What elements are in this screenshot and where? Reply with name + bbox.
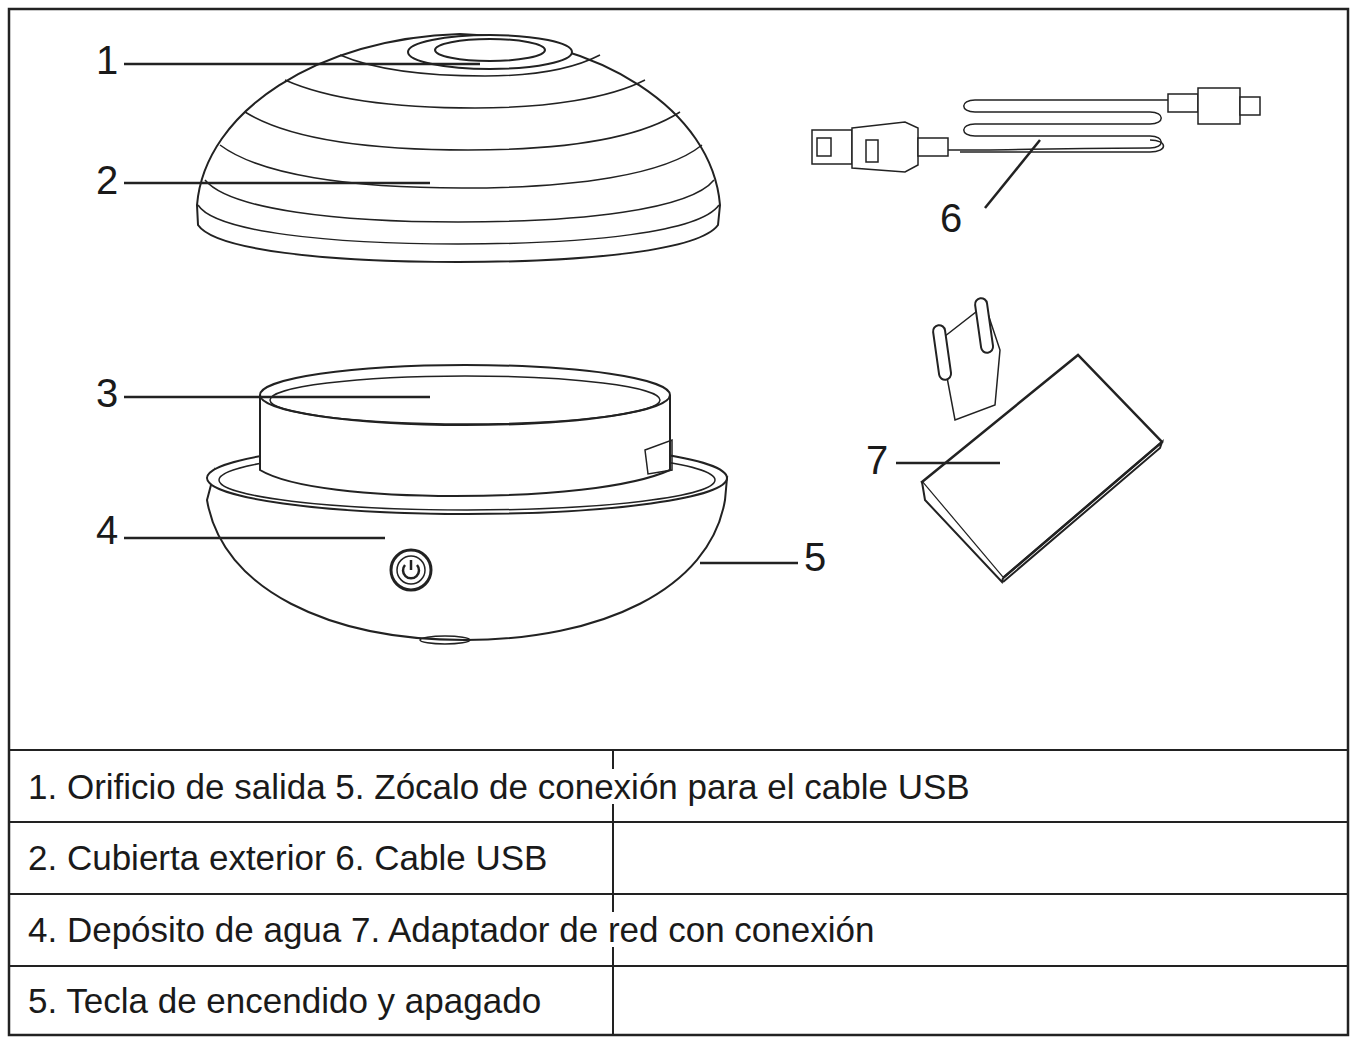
table-cell: 2. Cubierta exterior 6. Cable USB bbox=[26, 840, 549, 875]
usb-cable bbox=[812, 88, 1260, 172]
callout-number: 3 bbox=[96, 373, 118, 413]
callout-number: 5 bbox=[804, 537, 826, 577]
callout-number: 2 bbox=[96, 160, 118, 200]
table-lines bbox=[9, 750, 1348, 1035]
frame bbox=[9, 9, 1348, 1035]
callout-number: 6 bbox=[940, 198, 962, 238]
leader-lines bbox=[124, 64, 1040, 563]
table-cell: 5. Tecla de encendido y apagado bbox=[26, 983, 543, 1018]
outer-cover bbox=[197, 34, 720, 262]
table-cell: 4. Depósito de agua 7. Adaptador de red … bbox=[26, 912, 876, 947]
callout-number: 1 bbox=[96, 40, 118, 80]
power-button bbox=[391, 550, 431, 590]
callout-number: 4 bbox=[96, 510, 118, 550]
water-tank bbox=[207, 365, 727, 644]
table-cell: 1. Orificio de salida 5. Zócalo de conex… bbox=[26, 769, 972, 804]
power-adapter bbox=[922, 297, 1162, 582]
callout-number: 7 bbox=[866, 440, 888, 480]
